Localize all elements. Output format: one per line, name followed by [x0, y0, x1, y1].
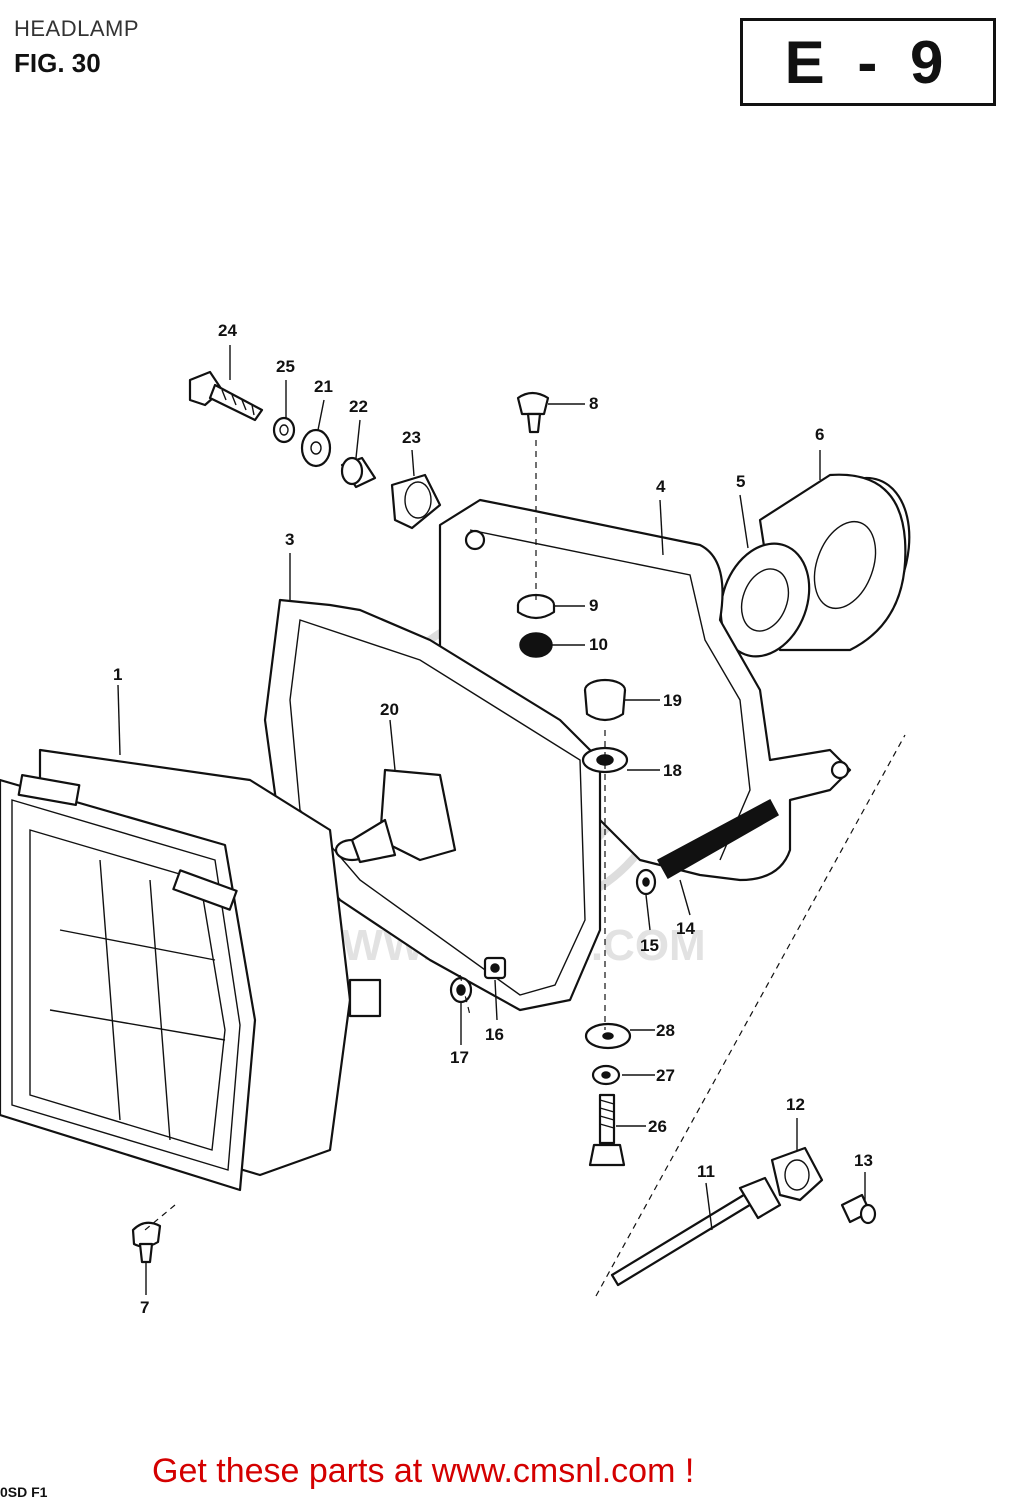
part-21-washer [300, 428, 332, 468]
part-15-washer [635, 868, 657, 896]
callout-labels: 24 25 21 22 23 8 9 10 19 18 4 5 6 3 1 20… [113, 321, 873, 1317]
part-24-bolt [188, 370, 264, 422]
callout-3: 3 [285, 530, 294, 549]
part-27-lock-washer [591, 1064, 621, 1086]
part-12-adjuster-knob [770, 1146, 824, 1202]
part-11-adjusting-screw [610, 1176, 782, 1287]
callout-7: 7 [140, 1298, 149, 1317]
callout-5: 5 [736, 472, 745, 491]
callout-15: 15 [640, 936, 659, 955]
callout-16: 16 [485, 1025, 504, 1044]
part-8-screw [516, 391, 550, 434]
part-1-headlamp-unit [0, 748, 382, 1192]
callout-21: 21 [314, 377, 333, 396]
part-20-bulb [334, 768, 457, 864]
callout-14: 14 [676, 919, 695, 938]
assembly-lines [144, 440, 906, 1297]
part-25-washer [272, 416, 296, 444]
leader-lines [117, 345, 866, 1295]
callout-28: 28 [656, 1021, 675, 1040]
callout-26: 26 [648, 1117, 667, 1136]
callout-25: 25 [276, 357, 295, 376]
callout-20: 20 [380, 700, 399, 719]
callout-19: 19 [663, 691, 682, 710]
callout-22: 22 [349, 397, 368, 416]
callout-4: 4 [656, 477, 666, 496]
part-10-nut [519, 632, 553, 658]
parts-shop-link[interactable]: Get these parts at www.cmsnl.com ! [152, 1452, 695, 1490]
page-title: HEADLAMP [14, 16, 140, 41]
part-19-cap [583, 678, 627, 722]
part-14-damper-rod [656, 798, 780, 880]
callout-11: 11 [697, 1162, 715, 1181]
callout-18: 18 [663, 761, 682, 780]
callout-27: 27 [656, 1066, 675, 1085]
part-17-nut [449, 976, 473, 1004]
part-5-mounting-ring [719, 542, 811, 658]
part-13-screw [840, 1193, 877, 1225]
figure-number: FIG. 30 [14, 48, 101, 78]
callout-9: 9 [589, 596, 598, 615]
section-code-box: E - 9 [740, 18, 996, 106]
callout-8: 8 [589, 394, 598, 413]
callout-6: 6 [815, 425, 824, 444]
section-code: E - 9 [784, 28, 952, 96]
corner-code: 0SD F1 [0, 1484, 48, 1500]
part-7-screw [131, 1221, 162, 1264]
part-28-washer [584, 1022, 632, 1050]
callout-13: 13 [854, 1151, 873, 1170]
callout-10: 10 [589, 635, 608, 654]
callout-1: 1 [113, 665, 122, 684]
callout-17: 17 [450, 1048, 469, 1067]
part-26-bolt [588, 1093, 626, 1167]
callout-12: 12 [786, 1095, 805, 1114]
part-16-nut [483, 956, 507, 980]
part-23-grommet [390, 473, 442, 530]
part-22-collar [340, 456, 377, 489]
callout-23: 23 [402, 428, 421, 447]
callout-24: 24 [218, 321, 237, 340]
